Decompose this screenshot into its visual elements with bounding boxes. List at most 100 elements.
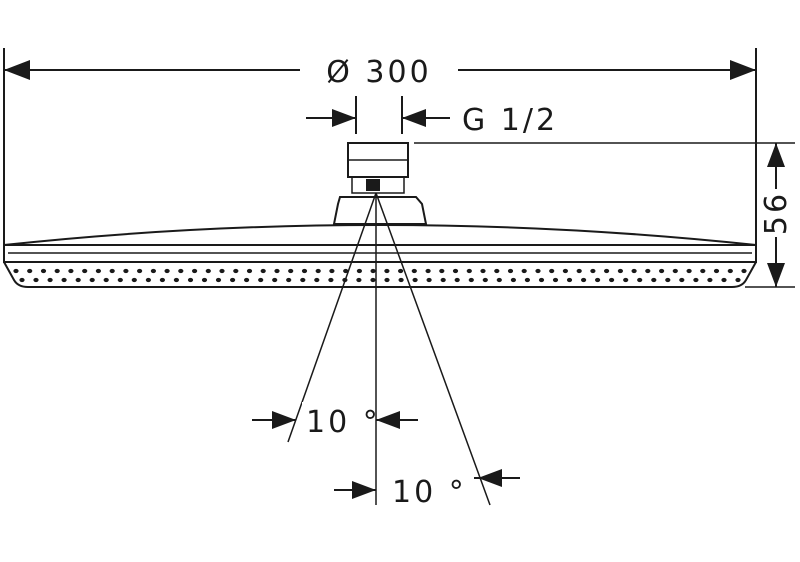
nozzle-dot	[679, 277, 685, 283]
nozzle-dot	[150, 268, 156, 274]
spray-line-left	[287, 192, 377, 443]
nozzle-dot	[384, 268, 390, 274]
nozzle-dot	[137, 268, 143, 274]
nozzle-dot	[398, 268, 404, 274]
nozzle-dot	[524, 277, 531, 283]
nozzle-dot	[609, 277, 615, 283]
thread-dimension: G 1/2	[306, 96, 558, 138]
nozzle-dot	[494, 268, 500, 274]
nozzle-dot	[566, 277, 573, 283]
nozzle-dot	[145, 277, 151, 283]
nozzle-dot	[109, 268, 115, 274]
nozzle-dot	[301, 268, 308, 274]
nozzle-dot	[164, 268, 170, 274]
nozzle-dot	[19, 277, 25, 283]
height-dimension: 56	[414, 142, 795, 288]
nozzle-dot	[82, 268, 88, 274]
nozzle-dot	[452, 268, 459, 274]
nozzle-dot	[61, 277, 67, 283]
angle-lower-arrow-right-icon	[478, 469, 502, 487]
nozzle-dot	[75, 277, 81, 283]
nozzle-dot	[274, 268, 280, 274]
nozzle-dot	[707, 277, 713, 283]
thread-arrow-left-icon	[332, 109, 356, 127]
nozzle-dot	[370, 277, 376, 283]
nozzle-dot	[356, 277, 362, 283]
nozzle-dot	[510, 277, 516, 283]
nozzle-dot	[288, 268, 294, 274]
nozzle-dot	[552, 277, 559, 283]
nozzle-dot	[159, 277, 165, 283]
nozzle-dot	[700, 268, 706, 274]
nozzle-dot	[103, 277, 109, 283]
nozzle-dot	[521, 268, 527, 274]
connector-collar	[351, 176, 405, 194]
head-bottom-plate	[3, 261, 757, 288]
nozzle-dot	[47, 277, 53, 283]
nozzle-dot	[651, 277, 657, 283]
nozzle-dot	[535, 268, 541, 274]
nozzle-dot	[272, 277, 278, 283]
height-arrow-top-icon	[767, 143, 785, 167]
angle-upper-label: 10 °	[306, 405, 381, 440]
nozzle-dot	[721, 277, 727, 283]
nozzle-dot	[735, 277, 741, 283]
thread-arrow-right-icon	[402, 109, 426, 127]
nozzle-dot	[300, 277, 306, 283]
nozzle-dot	[659, 268, 665, 274]
angle-dimension-upper: 10 °	[252, 402, 418, 440]
arrow-left-icon	[4, 60, 30, 80]
nozzle-dot	[507, 268, 514, 274]
nozzle-dot	[40, 268, 47, 274]
nozzle-dot	[246, 268, 253, 274]
angle-dimension-lower: 10 °	[334, 469, 520, 510]
nozzle-dot	[581, 277, 587, 283]
nozzle-dot	[123, 268, 129, 274]
nozzle-grid	[13, 268, 747, 283]
nozzle-dot	[482, 277, 488, 283]
connector	[332, 142, 428, 225]
head-top-curve	[3, 224, 757, 246]
nozzle-dot	[468, 277, 474, 283]
nozzle-dot	[538, 277, 545, 283]
nozzle-dot	[192, 268, 198, 274]
shower-head-body	[3, 224, 757, 288]
nozzle-dot	[13, 268, 19, 274]
nozzle-dot	[549, 268, 555, 274]
nozzle-dot	[215, 277, 222, 283]
nozzle-dot	[595, 277, 601, 283]
nozzle-dot	[672, 268, 678, 274]
connector-socket	[332, 196, 428, 225]
diameter-dimension: Ø 300	[3, 48, 757, 245]
nozzle-dot	[454, 277, 460, 283]
thread-label: G 1/2	[462, 103, 558, 138]
nozzle-dot	[54, 268, 60, 274]
nozzle-dot	[356, 268, 362, 274]
nozzle-dot	[187, 277, 194, 283]
nozzle-dot	[562, 268, 569, 274]
nozzle-dot	[604, 268, 610, 274]
arrow-right-icon	[730, 60, 756, 80]
nozzle-dot	[693, 277, 699, 283]
nozzle-dot	[244, 277, 250, 283]
angle-upper-arrow-right-icon	[376, 411, 400, 429]
nozzle-dot	[117, 277, 123, 283]
nozzle-dot	[178, 268, 184, 274]
nozzle-dot	[645, 268, 651, 274]
angle-upper-arrow-left-icon	[272, 411, 296, 429]
nozzle-dot	[230, 277, 236, 283]
nozzle-dot	[727, 268, 733, 274]
nozzle-dot	[480, 268, 486, 274]
nozzle-dot	[286, 277, 292, 283]
nozzle-dot	[617, 268, 624, 274]
nozzle-dot	[637, 277, 643, 283]
nozzle-dot	[623, 277, 629, 283]
nozzle-dot	[398, 277, 404, 283]
nozzle-dot	[384, 277, 390, 283]
height-label: 56	[759, 191, 794, 235]
angle-lower-arrow-left-icon	[352, 481, 376, 499]
height-label-background	[760, 189, 790, 237]
nozzle-dot	[411, 268, 417, 274]
nozzle-dot	[68, 268, 74, 274]
